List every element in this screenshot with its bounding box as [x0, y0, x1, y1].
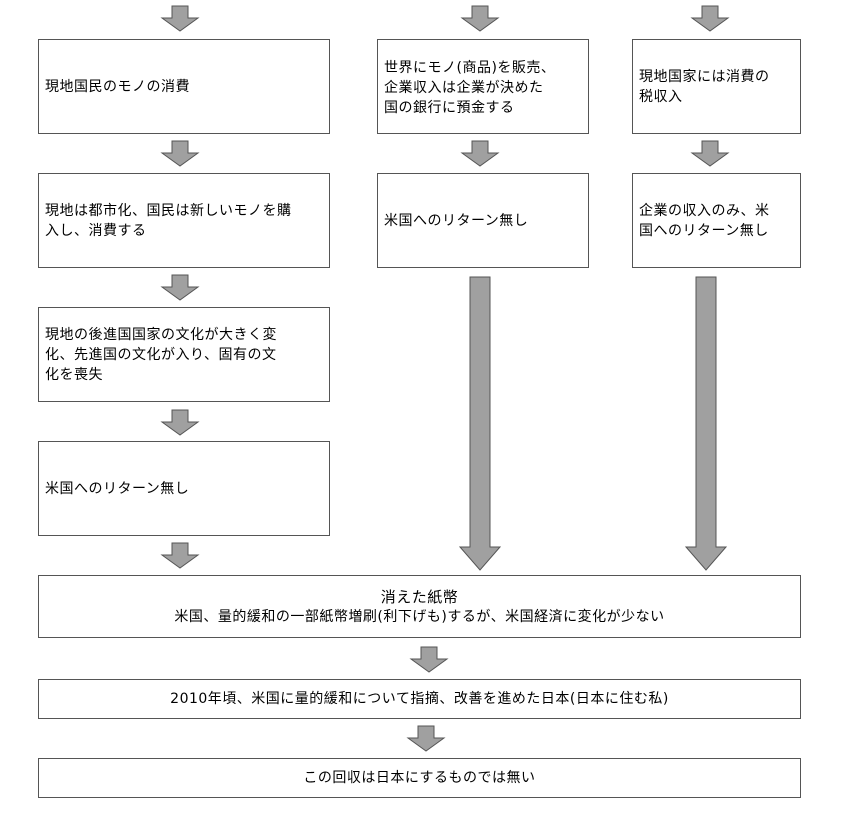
- col3-box-tax: 現地国家には消費の 税収入: [632, 39, 801, 134]
- final-text: この回収は日本にするものでは無い: [303, 770, 536, 786]
- col1-box-no-return: 米国へのリターン無し: [38, 441, 330, 536]
- arrow-down: [160, 542, 200, 569]
- col2-box-no-return: 米国へのリターン無し: [377, 173, 589, 268]
- arrow-down: [160, 140, 200, 167]
- arrow-down: [160, 274, 200, 301]
- col1-box1-text: 現地国民のモノの消費: [45, 78, 190, 95]
- arrow-down: [690, 5, 730, 32]
- col2-box2-text: 米国へのリターン無し: [384, 212, 529, 229]
- col3-box-corporate-income: 企業の収入のみ、米 国へのリターン無し: [632, 173, 801, 268]
- long-arrow-down: [458, 276, 502, 571]
- col2-box-sales: 世界にモノ(商品)を販売、 企業収入は企業が決めた 国の銀行に預金する: [377, 39, 589, 134]
- col1-box4-text: 米国へのリターン無し: [45, 480, 190, 497]
- col3-box1-text: 現地国家には消費の 税収入: [639, 68, 770, 105]
- long-arrow-down: [684, 276, 728, 571]
- final-box: この回収は日本にするものでは無い: [38, 758, 801, 798]
- col1-box-culture-loss: 現地の後進国国家の文化が大きく変 化、先進国の文化が入り、固有の文 化を喪失: [38, 307, 330, 402]
- vanished-money-title: 消えた紙幣: [380, 587, 459, 606]
- arrow-down: [690, 140, 730, 167]
- arrow-down: [460, 5, 500, 32]
- vanished-money-text: 米国、量的緩和の一部紙幣増刷(利下げも)するが、米国経済に変化が少ない: [174, 608, 665, 625]
- japan-box: 2010年頃、米国に量的緩和について指摘、改善を進めた日本(日本に住む私): [38, 679, 801, 719]
- arrow-down: [409, 646, 449, 673]
- col1-box2-text: 現地は都市化、国民は新しいモノを購 入し、消費する: [45, 202, 292, 239]
- japan-text: 2010年頃、米国に量的緩和について指摘、改善を進めた日本(日本に住む私): [170, 691, 669, 707]
- arrow-down: [406, 725, 446, 752]
- col1-box3-text: 現地の後進国国家の文化が大きく変 化、先進国の文化が入り、固有の文 化を喪失: [45, 326, 277, 383]
- arrow-down: [460, 140, 500, 167]
- col1-box-urbanization: 現地は都市化、国民は新しいモノを購 入し、消費する: [38, 173, 330, 268]
- arrow-down: [160, 5, 200, 32]
- col1-box-consumption: 現地国民のモノの消費: [38, 39, 330, 134]
- col2-box1-text: 世界にモノ(商品)を販売、 企業収入は企業が決めた 国の銀行に預金する: [384, 60, 556, 116]
- col3-box2-text: 企業の収入のみ、米 国へのリターン無し: [639, 202, 770, 239]
- arrow-down: [160, 409, 200, 436]
- vanished-money-box: 消えた紙幣 米国、量的緩和の一部紙幣増刷(利下げも)するが、米国経済に変化が少な…: [38, 575, 801, 638]
